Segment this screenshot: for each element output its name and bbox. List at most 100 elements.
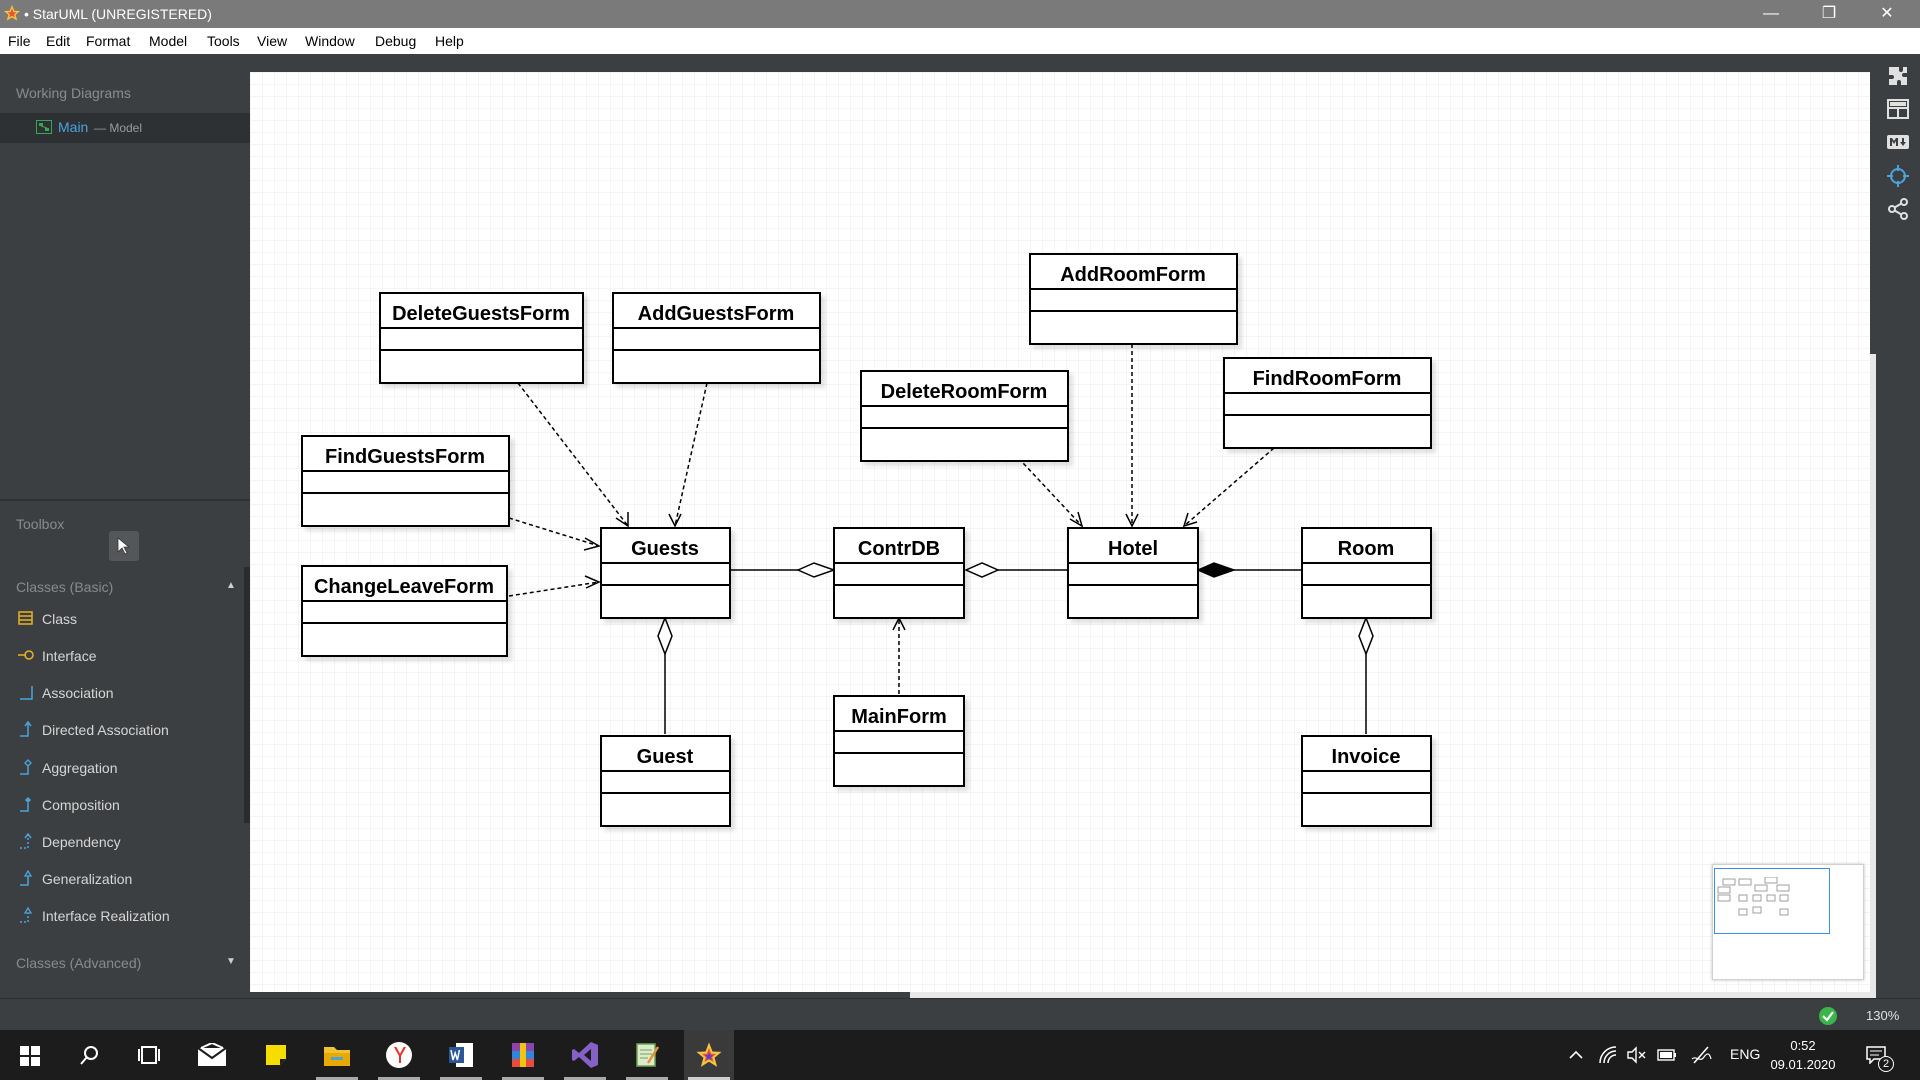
vertical-scroll-thumb[interactable]	[1870, 72, 1876, 354]
validation-ok-icon[interactable]	[1818, 1006, 1838, 1026]
toolbox-group-basic[interactable]: Classes (Basic)	[16, 579, 114, 595]
class-changeleaveform[interactable]: ChangeLeaveForm	[301, 565, 508, 657]
menu-tools[interactable]: Tools	[207, 33, 240, 49]
dependency-changeleave-guests[interactable]	[508, 581, 600, 597]
close-button[interactable]: ✕	[1880, 5, 1894, 22]
file-explorer-button[interactable]	[312, 1030, 362, 1080]
share-icon[interactable]	[1886, 197, 1910, 221]
layout-icon[interactable]	[1886, 97, 1910, 121]
minimap-viewport[interactable]	[1714, 868, 1830, 934]
menu-file[interactable]: File	[8, 33, 31, 49]
collapse-up-icon[interactable]: ▲	[226, 580, 236, 591]
toolbox-item-composition[interactable]: Composition	[0, 788, 244, 822]
toolbox-item-interface-realization[interactable]: Interface Realization	[0, 899, 244, 933]
class-guest[interactable]: Guest	[600, 735, 731, 827]
show-hidden-icons-icon[interactable]	[1568, 1048, 1584, 1062]
dependency-addguests-guests[interactable]	[674, 382, 708, 527]
class-addguestsform[interactable]: AddGuestsForm	[612, 292, 821, 384]
markdown-icon[interactable]	[1886, 130, 1910, 154]
working-diagram-item-main[interactable]: Main — Model	[0, 113, 250, 143]
notepad-button[interactable]	[622, 1030, 672, 1080]
winrar-button[interactable]	[498, 1030, 548, 1080]
clock-date: 09.01.2020	[1770, 1057, 1836, 1072]
mail-button[interactable]	[187, 1030, 237, 1080]
start-button[interactable]	[4, 1030, 54, 1080]
toolbox-item-class[interactable]: Class	[0, 602, 244, 636]
menu-format[interactable]: Format	[86, 33, 131, 49]
staruml-logo-icon	[3, 4, 21, 21]
class-addroomform[interactable]: AddRoomForm	[1029, 253, 1238, 345]
toolbox-item-generalization[interactable]: Generalization	[0, 862, 244, 896]
dependency-findroom-hotel[interactable]	[1183, 447, 1275, 527]
zoom-level[interactable]: 130%	[1866, 1008, 1900, 1023]
navigator-icon[interactable]	[1886, 164, 1910, 188]
sticky-notes-button[interactable]	[250, 1030, 300, 1080]
composition-diamond-icon	[1196, 562, 1237, 578]
minimap-preview	[1717, 877, 1790, 916]
class-findroomform[interactable]: FindRoomForm	[1223, 357, 1432, 449]
menu-edit[interactable]: Edit	[46, 33, 71, 49]
class-room[interactable]: Room	[1301, 527, 1432, 619]
class-guests[interactable]: Guests	[600, 527, 731, 619]
toolbox-group-advanced[interactable]: Classes (Advanced)	[16, 955, 142, 971]
class-mainform[interactable]: MainForm	[833, 695, 965, 787]
class-findguestsform[interactable]: FindGuestsForm	[301, 435, 510, 527]
diagram-svg[interactable]: DeleteGuestsForm AddGuestsForm FindGuest…	[250, 72, 1876, 992]
menu-debug[interactable]: Debug	[375, 33, 417, 49]
collapse-down-icon[interactable]: ▼	[226, 956, 236, 967]
class-name: DeleteGuestsForm	[392, 303, 570, 325]
staruml-button[interactable]	[684, 1030, 734, 1080]
toolbox-scrollbar[interactable]	[244, 567, 250, 823]
class-contrdb[interactable]: ContrDB	[833, 527, 965, 619]
dependency-findguests-guests[interactable]	[508, 517, 600, 547]
word-button[interactable]	[436, 1030, 486, 1080]
aggregation-diamond-icon	[1358, 615, 1374, 657]
horizontal-scroll-thumb[interactable]	[250, 992, 910, 998]
menu-bar: File Edit Format Model Tools View Window…	[0, 28, 1920, 54]
vertical-scrollbar[interactable]	[1870, 72, 1876, 992]
notifications-button[interactable]: 2	[1858, 1040, 1894, 1072]
diagram-canvas[interactable]: DeleteGuestsForm AddGuestsForm FindGuest…	[250, 72, 1876, 992]
visual-studio-button[interactable]	[560, 1030, 610, 1080]
minimap[interactable]	[1712, 864, 1864, 980]
class-invoice[interactable]: Invoice	[1301, 735, 1432, 827]
class-name: ContrDB	[858, 538, 940, 560]
class-deleteguestsform[interactable]: DeleteGuestsForm	[379, 292, 584, 384]
title-bar: • StarUML (UNREGISTERED) — ❐ ✕	[0, 0, 1920, 28]
running-indicator	[626, 1077, 668, 1080]
arrowhead-icon	[615, 512, 629, 528]
arrowhead-icon	[1182, 512, 1198, 528]
search-button[interactable]	[64, 1030, 114, 1080]
arrowhead-icon	[668, 513, 682, 528]
class-name: DeleteRoomForm	[881, 381, 1048, 403]
toolbox-item-aggregation[interactable]: Aggregation	[0, 751, 244, 785]
battery-icon[interactable]	[1656, 1046, 1678, 1064]
menu-model[interactable]: Model	[149, 33, 188, 49]
toolbox-item-interface[interactable]: Interface	[0, 639, 244, 673]
horizontal-scrollbar[interactable]	[250, 992, 1876, 998]
task-view-button[interactable]	[124, 1030, 174, 1080]
maximize-button[interactable]: ❐	[1821, 5, 1837, 22]
toolbox-item-directed-association[interactable]: Directed Association	[0, 713, 244, 747]
class-name: AddRoomForm	[1060, 264, 1206, 286]
toolbox-item-dependency[interactable]: Dependency	[0, 825, 244, 859]
minimize-button[interactable]: —	[1763, 5, 1779, 22]
running-indicator	[564, 1077, 606, 1080]
menu-help[interactable]: Help	[435, 33, 464, 49]
toolbox-item-association[interactable]: Association	[0, 676, 244, 710]
panel-divider[interactable]	[0, 499, 250, 501]
network-icon[interactable]	[1598, 1045, 1618, 1065]
pen-workspace-icon[interactable]	[1690, 1045, 1712, 1065]
yandex-browser-button[interactable]	[374, 1030, 424, 1080]
menu-window[interactable]: Window	[305, 33, 355, 49]
volume-muted-icon[interactable]	[1626, 1045, 1646, 1065]
menu-view[interactable]: View	[257, 33, 288, 49]
class-deleteroomform[interactable]: DeleteRoomForm	[860, 370, 1069, 462]
input-language[interactable]: ENG	[1730, 1046, 1761, 1062]
dependency-deleteguests-guests[interactable]	[517, 382, 629, 527]
pointer-tool-button[interactable]	[109, 531, 139, 561]
clock[interactable]: 0:52 09.01.2020	[1768, 1036, 1838, 1074]
class-hotel[interactable]: Hotel	[1067, 527, 1199, 619]
cursor-icon	[117, 537, 131, 555]
extensions-icon[interactable]	[1886, 64, 1910, 88]
